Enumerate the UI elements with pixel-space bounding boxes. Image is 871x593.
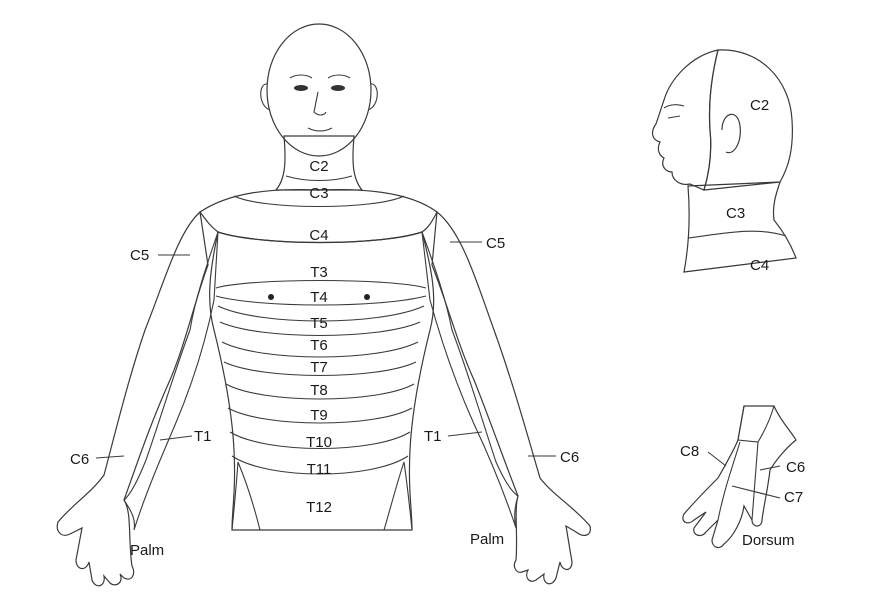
side-label-c2: C2 <box>750 97 769 114</box>
hand-c7-leader <box>731 485 781 499</box>
label-c5-right: C5 <box>486 235 505 252</box>
side-eyebrow <box>663 104 685 109</box>
label-t12: T12 <box>306 499 332 516</box>
right-arm-t1-strip <box>421 231 519 529</box>
label-c6-left: C6 <box>70 451 89 468</box>
left-nipple <box>268 294 274 300</box>
front-body-view: C2 C3 C4 C5 C5 C6 C6 T1 T1 T3 T4 T5 T6 T… <box>56 23 591 587</box>
label-t1-left: T1 <box>194 428 212 445</box>
label-c3: C3 <box>309 185 328 202</box>
right-ear <box>367 83 378 111</box>
label-c2: C2 <box>309 158 328 175</box>
hand-dorsum-view: C8 C6 C7 Dorsum <box>680 405 805 549</box>
label-t3: T3 <box>310 264 328 281</box>
side-face <box>651 49 719 191</box>
label-c4: C4 <box>309 227 328 244</box>
hand-label-c7: C7 <box>784 489 803 506</box>
front-head <box>266 23 372 157</box>
label-t1-right: T1 <box>424 428 442 445</box>
hand-label-c8: C8 <box>680 443 699 460</box>
right-nipple <box>364 294 370 300</box>
label-t6: T6 <box>310 337 328 354</box>
left-eye <box>294 85 308 91</box>
mouth <box>307 127 333 132</box>
hand-c6-leader <box>759 465 781 471</box>
t1-left-leader <box>159 435 193 441</box>
c3-c4-boundary <box>233 195 405 208</box>
label-t9: T9 <box>310 407 328 424</box>
hip-lumbar-right <box>383 461 413 531</box>
left-arm-t1-strip <box>123 231 219 531</box>
side-ear <box>721 113 741 154</box>
side-label-c4: C4 <box>750 257 769 274</box>
left-ear <box>260 83 271 111</box>
c2-c3-boundary <box>285 175 353 181</box>
left-arm-c5-c6-region <box>56 210 209 587</box>
hand-label-c6: C6 <box>786 459 805 476</box>
hip-lumbar-left <box>231 461 261 531</box>
c7-c8-boundary <box>717 441 741 521</box>
t1-right-leader <box>447 431 483 437</box>
label-palm-right: Palm <box>470 531 504 548</box>
c6-c7-boundary <box>751 441 759 521</box>
right-eyebrow <box>327 74 351 79</box>
label-c6-right: C6 <box>560 449 579 466</box>
right-arm-c5-c6-region <box>431 210 591 585</box>
thoracic-band-lines <box>215 279 427 475</box>
hand-label-dorsum: Dorsum <box>742 532 795 549</box>
label-t10: T10 <box>306 434 332 451</box>
hand-c8-leader <box>707 451 727 467</box>
neck-c2-c3-region <box>274 135 364 191</box>
right-eye <box>331 85 345 91</box>
label-t4: T4 <box>310 289 328 306</box>
label-t11: T11 <box>307 461 332 478</box>
side-head-view: C2 C3 C4 <box>651 49 797 274</box>
side-c3-c4-boundary <box>687 230 787 239</box>
side-head-c2-region <box>703 49 793 191</box>
hand-outline <box>682 405 797 549</box>
label-t5: T5 <box>310 315 328 332</box>
nose <box>313 91 327 116</box>
label-palm-left: Palm <box>130 542 164 559</box>
left-eyebrow <box>289 74 313 79</box>
side-eye <box>667 115 681 119</box>
label-t7: T7 <box>310 359 328 376</box>
c6-left-leader <box>95 455 125 459</box>
side-neck-c3-c4 <box>683 181 797 273</box>
label-t8: T8 <box>310 382 328 399</box>
side-label-c3: C3 <box>726 205 745 222</box>
label-c5-left: C5 <box>130 247 149 264</box>
